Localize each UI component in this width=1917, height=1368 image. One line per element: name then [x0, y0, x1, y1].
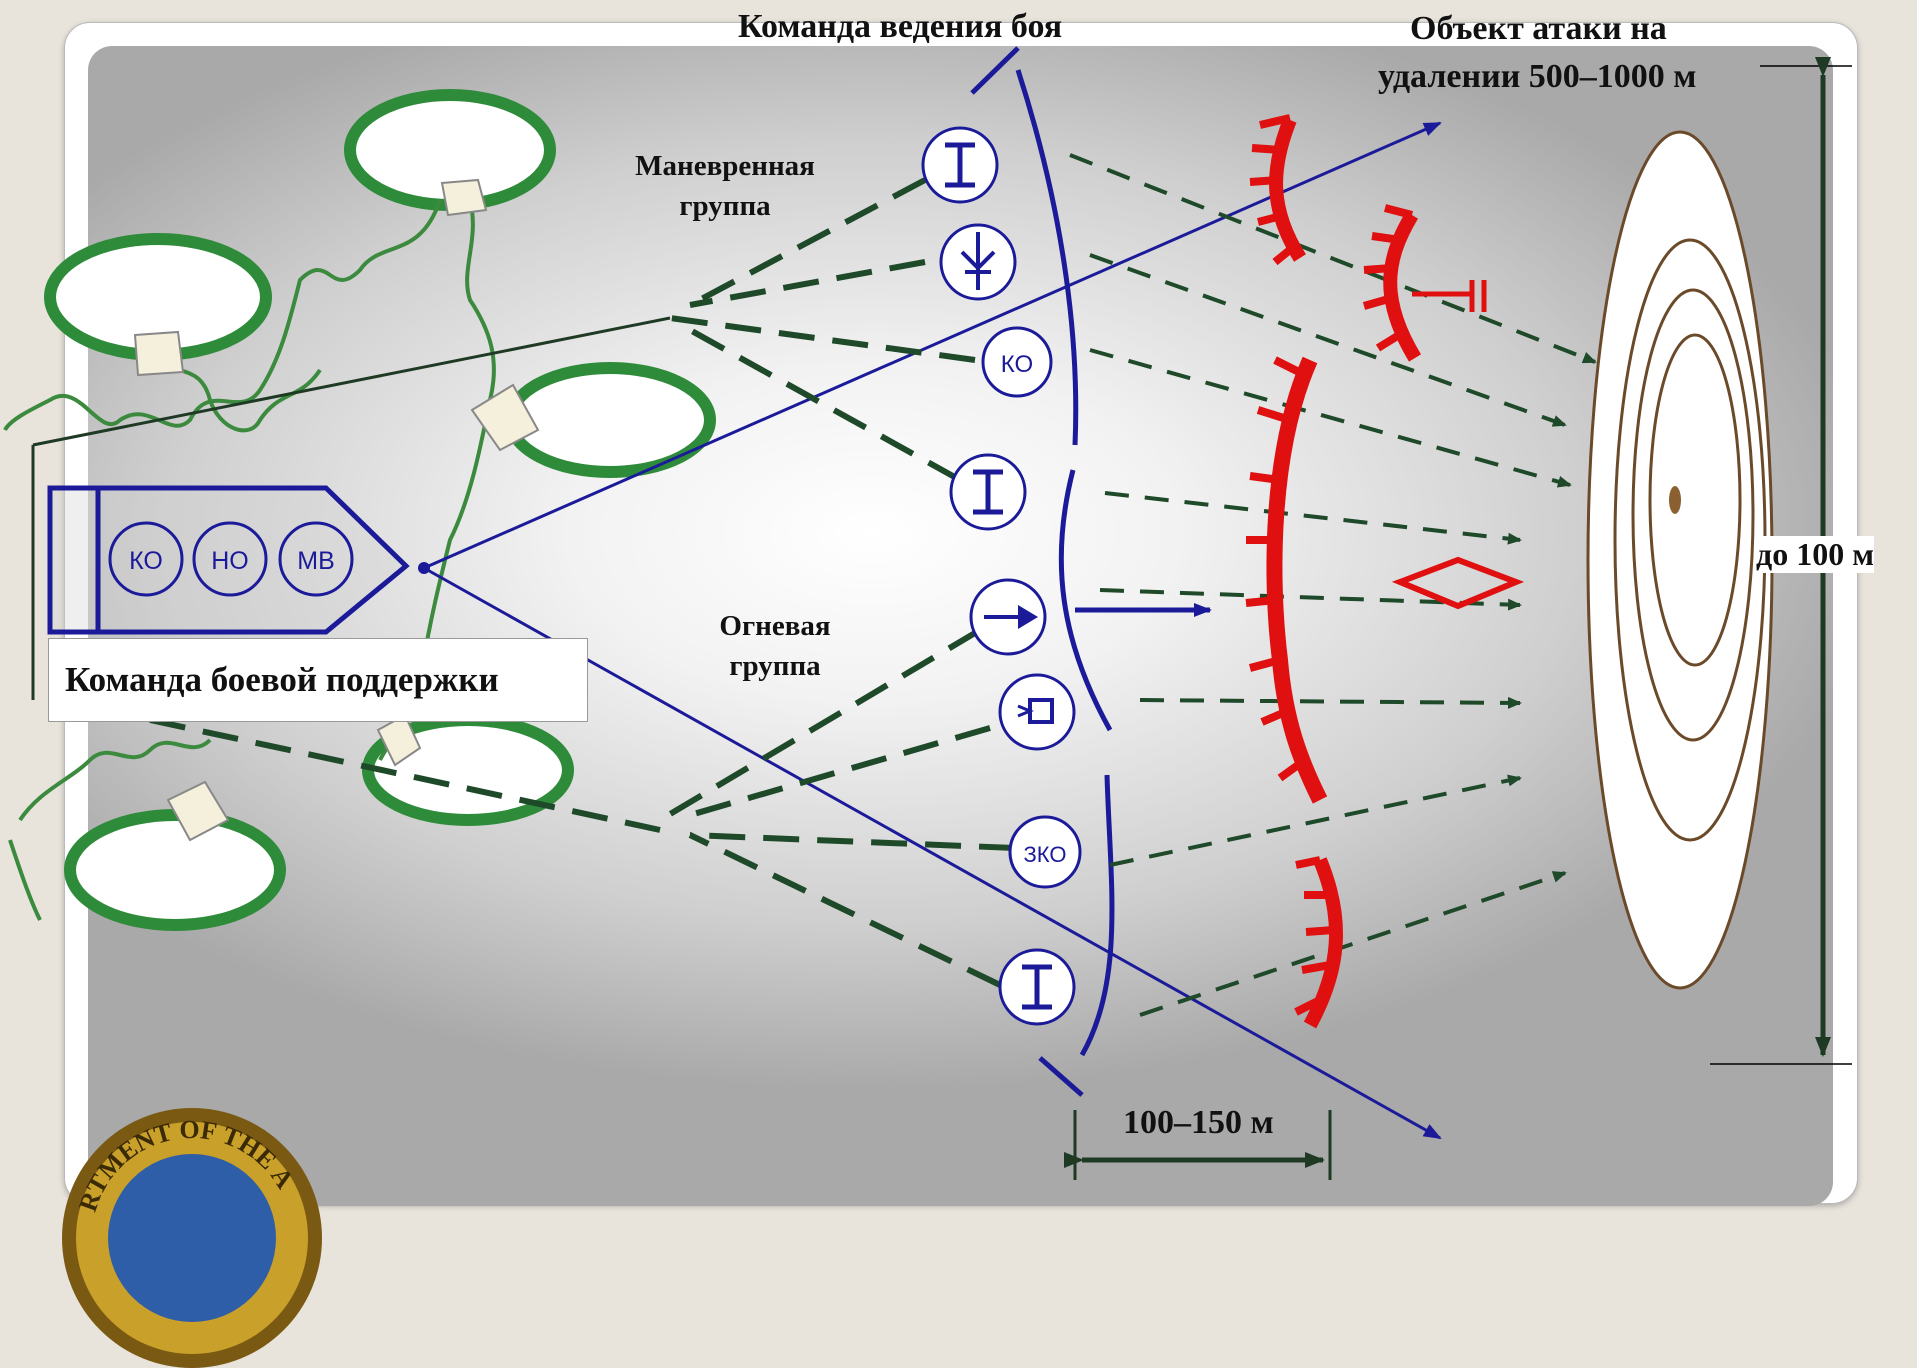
support-team-label: Команда боевой поддержки — [48, 638, 588, 722]
mortar-icon — [998, 673, 1076, 751]
unit-ko-cmd: КО — [108, 521, 184, 597]
unit-ko-mid-label: КО — [1001, 351, 1033, 378]
depth-label: до 100 м — [1756, 536, 1874, 573]
maneuver-group-label: Маневренная группа — [610, 146, 840, 226]
unit-no-cmd-label: НО — [211, 547, 249, 575]
terrain-forest — [3, 89, 716, 931]
forest-patch — [64, 809, 286, 931]
attack-objective — [1586, 130, 1774, 990]
clearing-marker — [133, 330, 185, 377]
vegetation-line — [3, 199, 442, 432]
unit-ko-mid: КО — [981, 326, 1053, 398]
target-title-line2: удалении 500–1000 м — [1378, 58, 1697, 95]
maneuver-routes — [149, 177, 1016, 988]
machine-gun-icon — [969, 578, 1047, 656]
width-dimension — [1064, 1110, 1332, 1180]
vegetation-line — [18, 738, 212, 822]
support-team-vehicle: КО НО МВ — [47, 485, 430, 635]
maneuver-group-line1: Маневренная — [635, 150, 815, 182]
grenade-launcher-icon — [939, 223, 1017, 301]
clearing-marker — [470, 383, 540, 452]
atgm-icon — [949, 453, 1027, 531]
unit-zko-label: ЗКО — [1024, 842, 1067, 867]
seal-lettering: RTMENT OF THE A — [73, 1115, 300, 1215]
maneuver-group-line2: группа — [679, 190, 771, 222]
support-team-text: Команда боевой поддержки — [65, 660, 499, 699]
battle-team-title: Команда ведения боя — [738, 8, 1063, 45]
department-seal: RTMENT OF THE A — [62, 1108, 322, 1368]
svg-text:RTMENT OF THE A: RTMENT OF THE A — [73, 1115, 300, 1215]
unit-zko: ЗКО — [1008, 815, 1082, 889]
enemy-positions — [1245, 114, 1525, 1029]
unit-mv-cmd: МВ — [278, 521, 354, 597]
clearing-marker — [166, 780, 230, 842]
atgm-icon — [998, 948, 1076, 1026]
seal-text: RTMENT OF THE A — [73, 1115, 300, 1215]
fire-group-line2: группа — [729, 650, 821, 682]
battle-line — [970, 46, 1115, 1097]
fire-group-label: Огневая группа — [665, 606, 885, 686]
tactical-diagram: КО НО МВ КО — [3, 46, 1852, 1180]
vegetation-line — [8, 839, 42, 921]
fire-routes — [1069, 153, 1597, 1017]
distance-label: 100–150 м — [1123, 1104, 1274, 1141]
unit-no-cmd: НО — [192, 521, 268, 597]
target-title-line1: Объект атаки на — [1410, 10, 1667, 47]
unit-ko-cmd-label: КО — [129, 547, 163, 575]
clearing-marker — [440, 178, 488, 217]
atgm-icon — [921, 126, 999, 204]
battle-team-units: КО ЗКО — [921, 126, 1082, 1026]
fire-group-line1: Огневая — [719, 610, 831, 642]
unit-mv-cmd-label: МВ — [297, 547, 335, 575]
